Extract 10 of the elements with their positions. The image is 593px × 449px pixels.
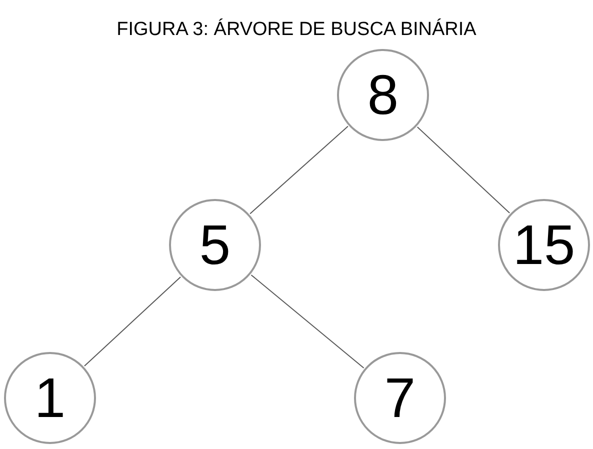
connector-line bbox=[250, 126, 348, 214]
node-value: 15 bbox=[512, 217, 576, 273]
connector-line bbox=[84, 276, 182, 367]
figure-title: FIGURA 3: ÁRVORE DE BUSCA BINÁRIA bbox=[116, 18, 476, 42]
node-value: 7 bbox=[384, 370, 416, 426]
connector-line bbox=[416, 126, 510, 214]
node-value: 1 bbox=[34, 370, 66, 426]
connector-line bbox=[250, 274, 364, 369]
node-value: 8 bbox=[367, 67, 399, 123]
node-value: 5 bbox=[199, 217, 231, 273]
